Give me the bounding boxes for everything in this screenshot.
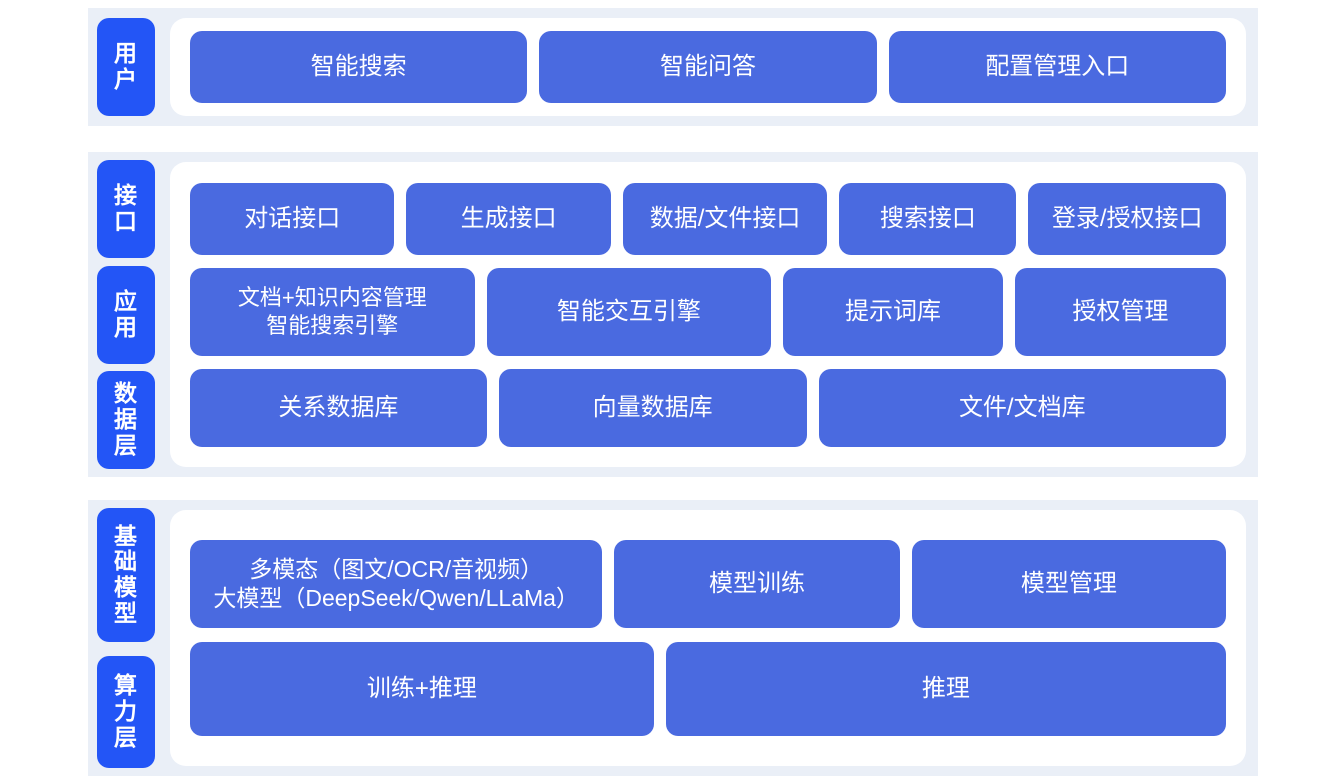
- rail-chip-compute-layer: 算力层: [97, 656, 155, 768]
- node-model-training-label: 模型训练: [709, 570, 806, 597]
- node-data-file-api-label: 数据/文件接口: [649, 204, 801, 232]
- node-dialog-api-label: 对话接口: [244, 204, 341, 232]
- row-data-nodes: 关系数据库 向量数据库 文件/文档库: [190, 368, 1226, 447]
- node-model-management[interactable]: 模型管理: [911, 540, 1226, 628]
- rail-chip-data-layer: 数据层: [97, 371, 155, 469]
- node-authorization-management[interactable]: 授权管理: [1014, 267, 1227, 356]
- band-core: 接口 应用 数据层 对话接口 生成接口 数据/文件接口: [88, 152, 1258, 477]
- card-core: 对话接口 生成接口 数据/文件接口 搜索接口 登录/授权接口 文: [170, 162, 1246, 467]
- rail-chip-application-label: 应用: [114, 287, 138, 340]
- node-document-knowledge-management-line2: 智能搜索引擎: [266, 312, 399, 338]
- node-training-plus-inference[interactable]: 训练+推理: [190, 642, 654, 736]
- node-generation-api-label: 生成接口: [460, 204, 557, 232]
- row-user-entries: 智能搜索 智能问答 配置管理入口: [190, 31, 1226, 103]
- rail-chip-compute-layer-label: 算力层: [114, 672, 138, 750]
- rail-chip-foundation-model-label: 基础模型: [114, 522, 138, 626]
- rail-chip-interface-label: 接口: [114, 182, 138, 234]
- node-data-file-api[interactable]: 数据/文件接口: [622, 182, 828, 255]
- node-smart-interaction-engine[interactable]: 智能交互引擎: [486, 267, 772, 356]
- node-authorization-management-label: 授权管理: [1072, 297, 1169, 325]
- rail-user: 用户: [88, 8, 164, 126]
- node-search-api-label: 搜索接口: [879, 204, 976, 232]
- node-document-knowledge-management-line1: 文档+知识内容管理: [237, 285, 427, 310]
- row-interface-nodes: 对话接口 生成接口 数据/文件接口 搜索接口 登录/授权接口: [190, 182, 1227, 255]
- node-vector-database-label: 向量数据库: [592, 393, 713, 421]
- card-base: 多模态（图文/OCR/音视频） 大模型（DeepSeek/Qwen/LLaMa）…: [170, 510, 1246, 766]
- node-multimodal-large-model-line1: 多模态（图文/OCR/音视频）: [249, 556, 544, 583]
- node-smart-qa[interactable]: 智能问答: [539, 31, 877, 103]
- node-generation-api[interactable]: 生成接口: [406, 182, 611, 255]
- node-training-plus-inference-label: 训练+推理: [366, 675, 477, 702]
- node-document-knowledge-management[interactable]: 文档+知识内容管理 智能搜索引擎: [190, 267, 475, 356]
- node-relational-database-label: 关系数据库: [278, 393, 399, 421]
- node-file-document-store-label: 文件/文档库: [958, 393, 1086, 421]
- rail-chip-data-layer-label: 数据层: [114, 380, 138, 458]
- row-model-nodes: 多模态（图文/OCR/音视频） 大模型（DeepSeek/Qwen/LLaMa）…: [190, 540, 1226, 628]
- node-login-auth-api[interactable]: 登录/授权接口: [1028, 182, 1227, 255]
- rail-base: 基础模型 算力层: [88, 500, 164, 776]
- node-smart-search-label: 智能搜索: [310, 53, 407, 80]
- rail-chip-application: 应用: [97, 265, 155, 364]
- card-user: 智能搜索 智能问答 配置管理入口: [170, 18, 1246, 116]
- rail-chip-interface: 接口: [97, 160, 155, 258]
- rail-chip-foundation-model: 基础模型: [97, 508, 155, 642]
- node-model-management-label: 模型管理: [1020, 570, 1117, 597]
- node-file-document-store[interactable]: 文件/文档库: [818, 368, 1226, 447]
- node-inference-label: 推理: [921, 675, 970, 702]
- rail-chip-user: 用户: [97, 18, 155, 116]
- node-smart-search[interactable]: 智能搜索: [190, 31, 528, 103]
- node-login-auth-api-label: 登录/授权接口: [1051, 204, 1203, 232]
- band-base: 基础模型 算力层 多模态（图文/OCR/音视频） 大模型（DeepSeek/Qw…: [88, 500, 1258, 776]
- node-prompt-library-label: 提示词库: [844, 297, 941, 325]
- row-application-nodes: 文档+知识内容管理 智能搜索引擎 智能交互引擎 提示词库 授权管理: [190, 267, 1227, 356]
- node-config-management-entry[interactable]: 配置管理入口: [888, 31, 1226, 103]
- rail-chip-user-label: 用户: [114, 40, 138, 92]
- node-multimodal-large-model[interactable]: 多模态（图文/OCR/音视频） 大模型（DeepSeek/Qwen/LLaMa）: [190, 540, 603, 628]
- node-config-management-entry-label: 配置管理入口: [985, 53, 1130, 80]
- rail-core: 接口 应用 数据层: [88, 152, 164, 477]
- node-prompt-library[interactable]: 提示词库: [783, 267, 1003, 356]
- row-compute-nodes: 训练+推理 推理: [190, 642, 1226, 736]
- node-multimodal-large-model-line2: 大模型（DeepSeek/Qwen/LLaMa）: [213, 585, 579, 611]
- node-search-api[interactable]: 搜索接口: [839, 182, 1017, 255]
- node-vector-database[interactable]: 向量数据库: [498, 368, 807, 447]
- node-relational-database[interactable]: 关系数据库: [190, 368, 487, 447]
- node-smart-interaction-engine-label: 智能交互引擎: [556, 297, 701, 325]
- node-dialog-api[interactable]: 对话接口: [190, 182, 395, 255]
- node-model-training[interactable]: 模型训练: [614, 540, 900, 628]
- node-smart-qa-label: 智能问答: [659, 53, 756, 80]
- node-inference[interactable]: 推理: [665, 642, 1226, 736]
- band-user: 用户 智能搜索 智能问答 配置管理入口: [88, 8, 1258, 126]
